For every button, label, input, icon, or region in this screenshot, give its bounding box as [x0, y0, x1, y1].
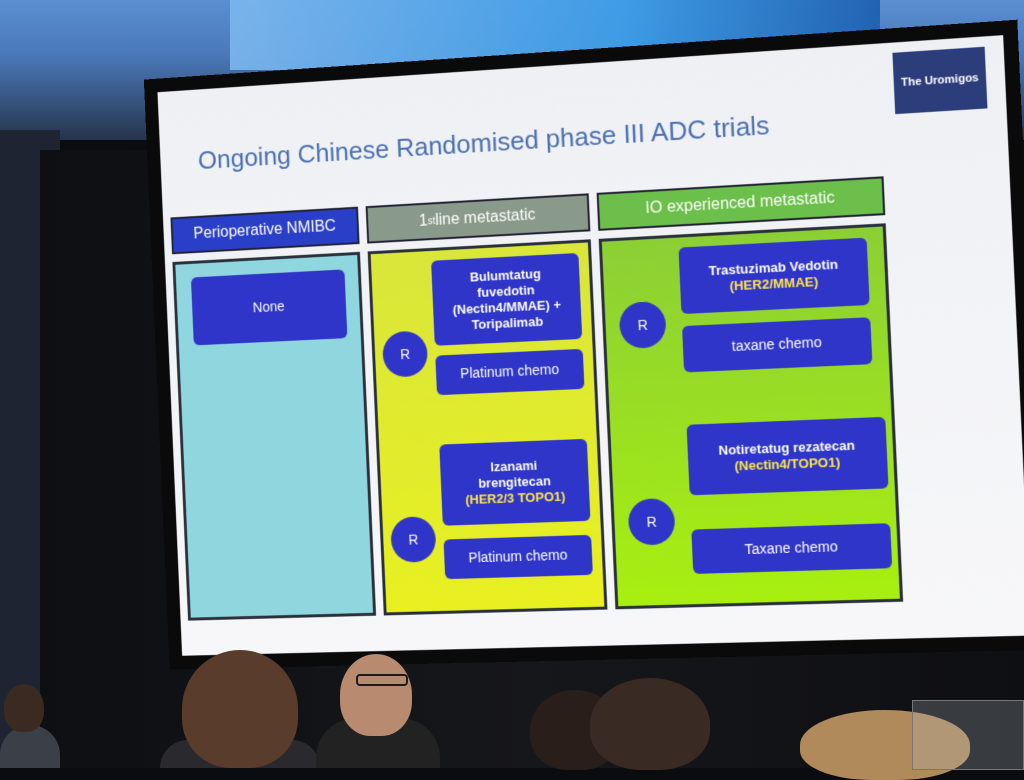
audience-member-left-body	[0, 725, 60, 768]
header-rest: line metastatic	[434, 206, 536, 229]
experimental-arm-box: Trastuzimab Vedotin (HER2/MMAE)	[678, 237, 870, 315]
presentation-slide: The Uromigos Ongoing Chinese Randomised …	[157, 35, 1024, 656]
column-perioperative-nmibc: Perioperative NMIBC None	[170, 206, 377, 621]
randomization-circle: R	[381, 330, 429, 378]
randomization-circle: R	[618, 300, 667, 350]
glasses-icon	[356, 674, 408, 686]
drug-target: (Nectin4/TOPO1)	[734, 454, 841, 474]
audience-member-back-head	[590, 678, 710, 770]
column-body: R Trastuzimab Vedotin (HER2/MMAE) taxane…	[598, 223, 904, 610]
experimental-arm-box: Notiretatug rezatecan (Nectin4/TOPO1)	[686, 416, 889, 496]
drug-name: Izanami	[489, 457, 538, 475]
column-body: None	[172, 251, 377, 621]
control-arm-box: Platinum chemo	[443, 534, 593, 580]
drug-target: (HER2/3 TOPO1)	[464, 488, 566, 508]
uromigos-logo: The Uromigos	[892, 46, 988, 115]
control-arm-box: taxane chemo	[682, 317, 873, 373]
column-header: IO experienced metastatic	[596, 176, 886, 231]
audience-member-center-head	[340, 654, 412, 736]
control-arm-box: Platinum chemo	[435, 348, 585, 396]
randomization-circle: R	[390, 516, 437, 563]
none-box: None	[190, 269, 348, 346]
combination-drug: Toripalimab	[471, 314, 544, 333]
control-arm-box: Taxane chemo	[691, 523, 893, 574]
column-body: R Bulumtatug fuvedotin (Nectin4/MMAE) + …	[367, 239, 608, 616]
glass-podium	[912, 700, 1024, 770]
drug-target: (HER2/MMAE)	[729, 273, 819, 294]
slide-title: Ongoing Chinese Randomised phase III ADC…	[197, 109, 771, 176]
experimental-arm-box: Bulumtatug fuvedotin (Nectin4/MMAE) + To…	[431, 252, 583, 346]
projection-screen: The Uromigos Ongoing Chinese Randomised …	[143, 19, 1024, 670]
column-io-experienced-metastatic: IO experienced metastatic R Trastuzimab …	[596, 176, 904, 610]
column-header: Perioperative NMIBC	[170, 206, 360, 255]
randomization-circle: R	[627, 497, 676, 546]
audience-member-left-head	[4, 684, 44, 732]
audience-member-head	[182, 650, 298, 768]
experimental-arm-box: Izanami brengitecan (HER2/3 TOPO1)	[439, 438, 591, 526]
